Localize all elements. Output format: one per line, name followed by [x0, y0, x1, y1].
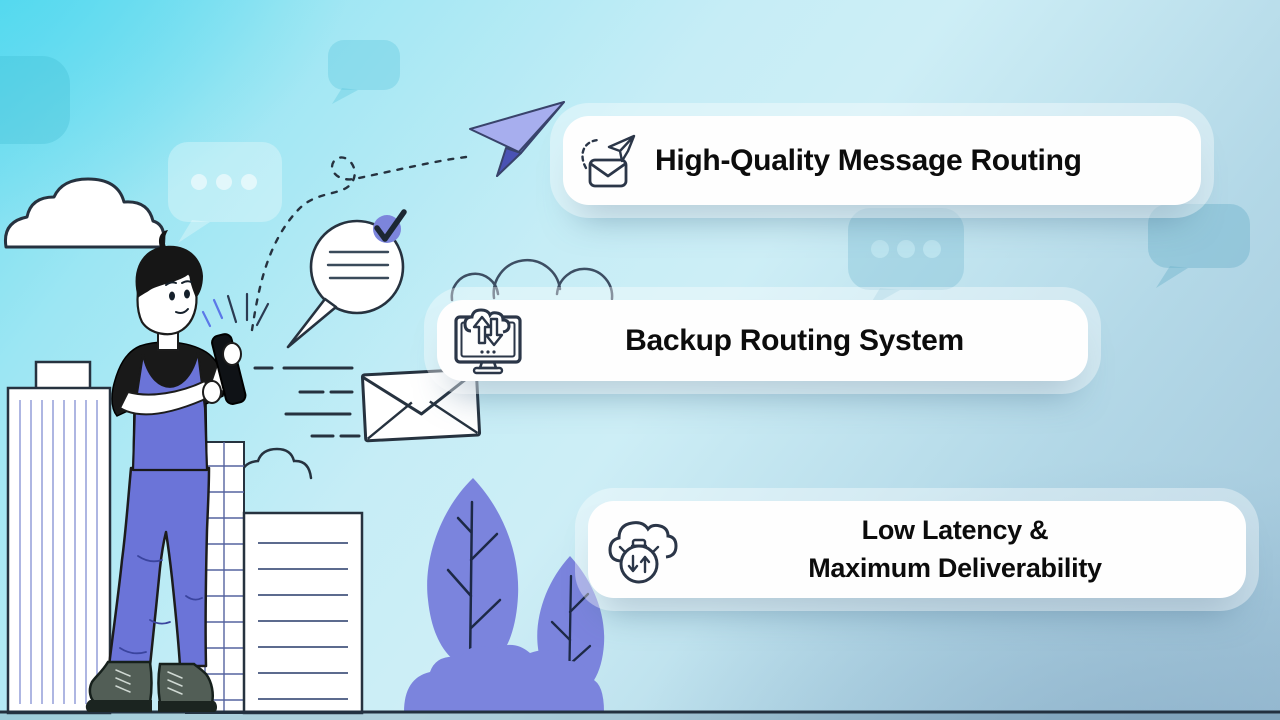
city-buildings-icon	[6, 360, 364, 715]
feature-label-line2: Maximum Deliverability	[808, 552, 1102, 583]
background-bubbles	[0, 40, 1250, 308]
cloud-stopwatch-icon	[604, 513, 680, 587]
speech-bubble-check-icon	[286, 209, 407, 349]
flying-envelope-icon	[253, 366, 482, 443]
feature-card-backup-routing-system: Backup Routing System	[437, 300, 1088, 381]
tree-icon	[427, 478, 605, 694]
feature-card-low-latency-maximum-deliverability: Low Latency & Maximum Deliverability	[588, 501, 1246, 598]
feature-label: High-Quality Message Routing	[655, 143, 1082, 177]
ground-line	[0, 710, 1280, 720]
typing-bubble-icon	[168, 142, 282, 243]
bush-icon	[404, 644, 604, 712]
feature-label: Low Latency & Maximum Deliverability	[680, 512, 1230, 588]
feature-label-line1: Low Latency &	[861, 514, 1049, 545]
typing-bubble-icon	[848, 208, 964, 308]
backup-monitor-sync-icon	[451, 307, 525, 375]
flight-path	[250, 155, 468, 332]
phone-icon	[211, 333, 247, 405]
feature-card-high-quality-message-routing: High-Quality Message Routing	[563, 116, 1201, 205]
paper-plane-icon	[469, 101, 565, 177]
feature-label: Backup Routing System	[625, 323, 964, 357]
cloud-icon	[3, 177, 166, 249]
cloud-icon	[238, 447, 313, 480]
cloud-icon	[450, 258, 614, 302]
man-with-phone-icon	[85, 230, 270, 712]
send-message-icon	[577, 132, 637, 190]
